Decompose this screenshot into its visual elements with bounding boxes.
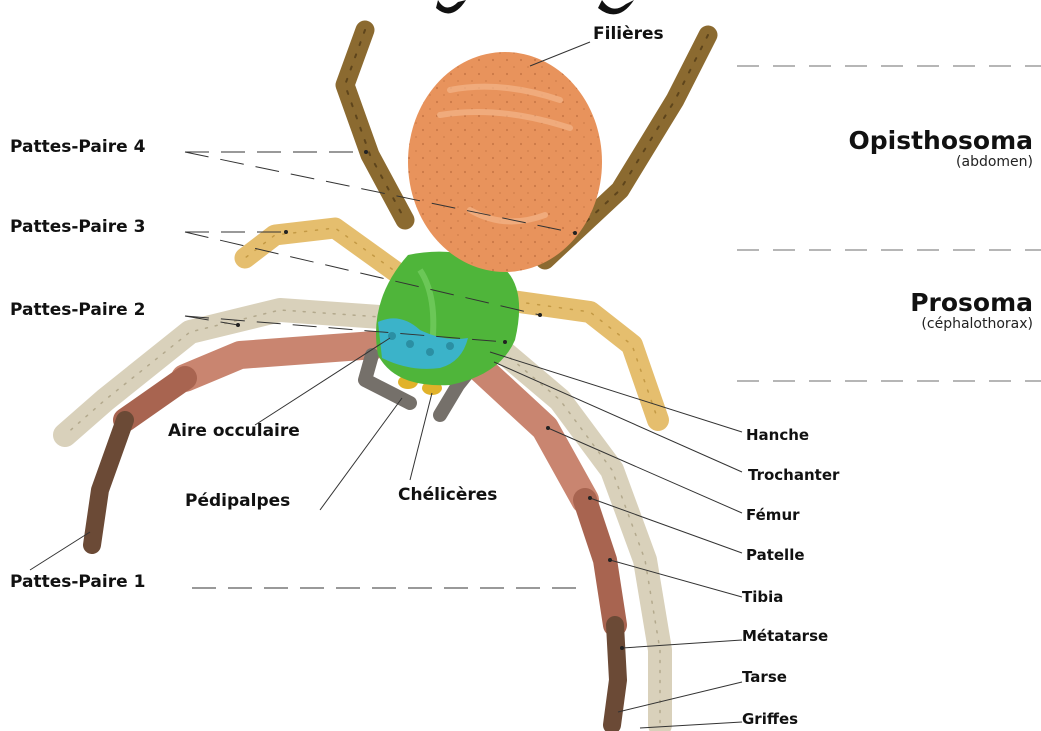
cropped-title-fragment — [436, 0, 634, 14]
label-tibia: Tibia — [742, 588, 783, 606]
region-prosoma-subtitle: (céphalothorax) — [910, 316, 1033, 332]
label-griffes: Griffes — [742, 710, 798, 728]
region-prosoma-title: Prosoma — [910, 290, 1033, 316]
cephalothorax — [376, 252, 519, 386]
label-femur: Fémur — [746, 506, 800, 524]
label-metatarse: Métatarse — [742, 627, 828, 645]
label-tarse: Tarse — [742, 668, 787, 686]
region-opisthosoma-subtitle: (abdomen) — [849, 154, 1034, 170]
label-aire-occulaire: Aire occulaire — [168, 421, 300, 441]
region-opisthosoma: Opisthosoma (abdomen) — [849, 128, 1034, 170]
label-pattes-paire-3: Pattes-Paire 3 — [10, 217, 145, 237]
label-pattes-paire-1: Pattes-Paire 1 — [10, 572, 145, 592]
region-prosoma: Prosoma (céphalothorax) — [910, 290, 1033, 332]
label-patelle: Patelle — [746, 546, 805, 564]
label-hanche: Hanche — [746, 426, 809, 444]
label-pattes-paire-4: Pattes-Paire 4 — [10, 137, 145, 157]
label-pattes-paire-2: Pattes-Paire 2 — [10, 300, 145, 320]
leg-pair-1 — [92, 345, 618, 725]
label-trochanter: Trochanter — [748, 466, 839, 484]
label-filieres: Filières — [593, 24, 664, 44]
region-opisthosoma-title: Opisthosoma — [849, 128, 1034, 154]
label-pedipalpes: Pédipalpes — [185, 491, 290, 511]
region-divider-lines — [737, 66, 1041, 381]
label-chelicerae: Chélicères — [398, 485, 497, 505]
